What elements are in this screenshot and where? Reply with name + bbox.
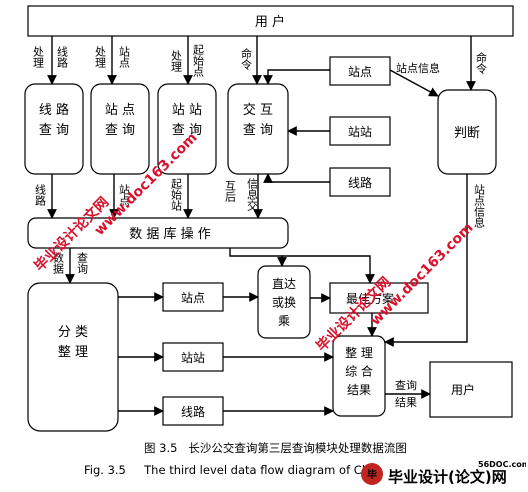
direct-transfer-node: 直达或换乘 — [257, 265, 311, 339]
svg-text:毕: 毕 — [367, 468, 377, 481]
judge-node: 判断 — [437, 89, 497, 175]
station-query-label: 站 点查 询 — [105, 103, 135, 138]
station-station-query-node: 站 站查 询 — [157, 83, 217, 175]
summary-result-node: 整 理综 合结果 — [332, 335, 386, 417]
station-input-node: 站点 — [329, 56, 391, 86]
caption-zh: 图 3.5 长沙公交查询第三层查询模块处理数据流图 — [144, 441, 407, 455]
label-handle-station-b: 站点 — [118, 45, 131, 69]
user-bottom-node: 用户 — [429, 361, 513, 418]
label-station-info: 站点信息 — [396, 61, 440, 75]
judge-label: 判断 — [454, 126, 480, 141]
db-operation-label: 数 据 库 操 作 — [129, 226, 211, 242]
out-route-label: 线路 — [181, 404, 205, 419]
label-handle-start-a: 处理 — [170, 50, 183, 72]
label-handle-route-b: 线路 — [56, 45, 69, 69]
station-input-label: 站点 — [348, 65, 372, 79]
label-handle-start-b: 起始点 — [192, 44, 205, 78]
out-station-station-label: 站站 — [181, 351, 205, 365]
edge-stationinput-interactive — [263, 69, 330, 85]
station-query-node: 站 点查 询 — [90, 83, 150, 175]
label-command-1: 命令 — [240, 47, 253, 71]
caption-en: Fig. 3.5 The third level data flow diagr… — [84, 463, 365, 477]
label-station-info-v: 站点信息 — [473, 183, 486, 228]
best-plan-node: 最佳方案 — [329, 282, 429, 314]
route-input-label: 线路 — [348, 175, 372, 190]
station-station-input-node: 站站 — [329, 116, 391, 146]
label-start-station-to-db: 起始站 — [170, 178, 183, 212]
edge-db-directtransfer — [229, 248, 287, 267]
brand-emblem-icon — [361, 463, 383, 485]
route-input-node: 线路 — [329, 167, 391, 197]
user-top-node: 用 户 — [27, 5, 514, 37]
route-query-label: 线 路查 询 — [39, 102, 69, 138]
label-route-to-db: 线路 — [34, 183, 47, 207]
label-interaction-to-db-a: 互后 — [224, 180, 237, 202]
best-plan-label: 最佳方案 — [346, 291, 394, 306]
out-station-station-node: 站站 — [162, 342, 224, 372]
summary-result-label: 整 理综 合结果 — [345, 345, 373, 397]
brand-logo: 毕 56DOC.com 毕业设计(论文)网 — [358, 458, 528, 488]
out-route-node: 线路 — [162, 396, 224, 426]
out-station-node: 站点 — [162, 282, 224, 312]
label-data-classify: 数据 — [52, 252, 65, 275]
route-query-node: 线 路查 询 — [24, 83, 84, 175]
label-handle-station-a: 处理 — [94, 46, 107, 68]
label-query-result: 查询结果 — [395, 378, 417, 409]
classify-label: 分 类整 理 — [58, 325, 88, 360]
label-interaction-to-db-b: 信息交 — [246, 178, 259, 212]
label-query: 查询 — [76, 251, 89, 275]
user-bottom-label: 用户 — [451, 382, 475, 397]
db-operation-node: 数 据 库 操 作 — [27, 217, 289, 249]
edge-db-bestplan — [282, 255, 375, 284]
brand-url: 56DOC.com — [478, 460, 526, 469]
direct-transfer-label: 直达或换乘 — [272, 277, 296, 328]
classify-node: 分 类整 理 — [27, 282, 119, 432]
station-station-query-label: 站 站查 询 — [172, 103, 202, 138]
user-top-label: 用 户 — [255, 14, 285, 30]
edge-judge-summary — [384, 174, 468, 347]
interactive-query-label: 交 互查 询 — [243, 102, 273, 138]
label-command-2: 命令 — [475, 51, 488, 75]
station-station-input-label: 站站 — [348, 125, 372, 139]
interactive-query-node: 交 互查 询 — [227, 83, 289, 175]
label-handle-route-a: 处理 — [32, 46, 45, 68]
edge-stationinput-judge — [389, 69, 439, 97]
out-station-label: 站点 — [181, 291, 205, 305]
label-station-to-db: 站点 — [118, 183, 131, 207]
brand-name: 毕业设计(论文)网 — [388, 468, 507, 486]
edge-routeinput-interactive — [263, 173, 330, 183]
